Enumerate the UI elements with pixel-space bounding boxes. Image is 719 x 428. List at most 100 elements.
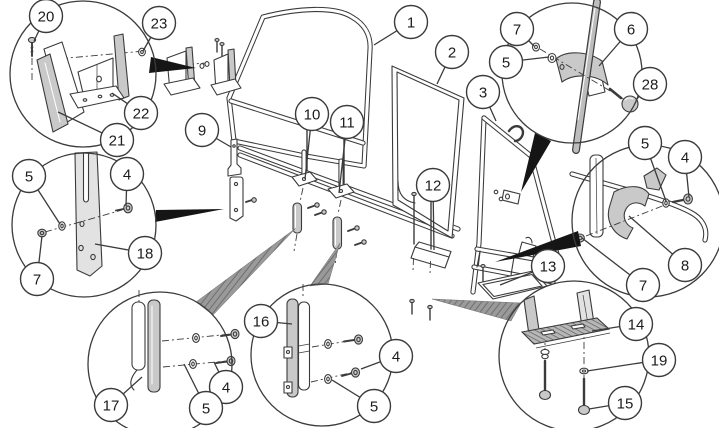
hinge-strip-upper-left bbox=[292, 202, 327, 252]
callout-circle bbox=[415, 167, 451, 203]
callout-1: 1 bbox=[373, 4, 429, 46]
callout-4: 4 bbox=[667, 139, 703, 198]
callout-19: 19 bbox=[586, 342, 677, 378]
callout-number: 19 bbox=[651, 352, 668, 369]
callout-number: 13 bbox=[540, 258, 557, 275]
callout-6: 6 bbox=[598, 11, 649, 67]
callout-12: 12 bbox=[415, 167, 451, 251]
callout-circle bbox=[434, 34, 470, 70]
callout-circle bbox=[632, 66, 668, 102]
callout-circle bbox=[667, 247, 703, 283]
magnifier-arrow bbox=[495, 231, 581, 262]
callout-9: 9 bbox=[184, 112, 232, 148]
callout-circle bbox=[127, 235, 163, 271]
callout-circle bbox=[11, 158, 47, 194]
callout-number: 3 bbox=[479, 84, 487, 101]
callout-number: 10 bbox=[304, 106, 321, 123]
callout-circle bbox=[607, 385, 643, 421]
windshield-bracket-location bbox=[156, 37, 242, 96]
magnifier-band bbox=[431, 298, 522, 322]
callout-circle bbox=[294, 96, 330, 132]
detail-hinge-16 bbox=[283, 284, 364, 398]
callout-23: 23 bbox=[141, 5, 177, 52]
callout-number: 8 bbox=[681, 257, 689, 274]
callout-number: 15 bbox=[617, 395, 634, 412]
windshield-frame-part-1 bbox=[226, 6, 373, 169]
callout-circle bbox=[641, 342, 677, 378]
detail-pole-clamp bbox=[531, 0, 639, 154]
callout-14: 14 bbox=[591, 306, 654, 342]
callout-circle bbox=[28, 0, 64, 34]
door-latch-bracket bbox=[501, 189, 521, 205]
callout-number: 5 bbox=[25, 168, 33, 185]
callout-number: 7 bbox=[33, 271, 41, 288]
callout-circle bbox=[243, 303, 279, 339]
callout-circle bbox=[19, 261, 55, 297]
callout-11: 11 bbox=[329, 104, 365, 194]
callout-circle bbox=[667, 139, 703, 175]
callout-5: 5 bbox=[11, 158, 61, 225]
callout-number: 23 bbox=[151, 15, 168, 32]
detail-bracket-18 bbox=[37, 151, 133, 277]
callout-10: 10 bbox=[294, 96, 330, 180]
callout-number: 12 bbox=[425, 177, 442, 194]
callout-circle bbox=[109, 156, 145, 192]
bracket-18-location bbox=[229, 176, 257, 222]
callout-circle bbox=[184, 112, 220, 148]
callout-4: 4 bbox=[360, 338, 414, 374]
callout-number: 5 bbox=[202, 400, 210, 417]
callout-number: 1 bbox=[407, 14, 415, 31]
callout-15: 15 bbox=[588, 385, 643, 421]
callout-4: 4 bbox=[208, 361, 244, 405]
callout-21: 21 bbox=[57, 111, 135, 158]
callout-7: 7 bbox=[499, 11, 535, 47]
callout-number: 4 bbox=[681, 149, 689, 166]
callout-number: 22 bbox=[133, 105, 150, 122]
callout-number: 2 bbox=[448, 44, 456, 61]
callout-circle bbox=[488, 44, 524, 80]
callout-circle bbox=[627, 125, 663, 161]
callout-7: 7 bbox=[19, 235, 55, 297]
callout-18: 18 bbox=[94, 235, 163, 271]
callout-number: 4 bbox=[123, 166, 131, 183]
detail-circle bbox=[11, 152, 157, 298]
magnifier-arrow bbox=[149, 57, 196, 73]
magnifier-band bbox=[195, 227, 297, 316]
callout-circle bbox=[393, 4, 429, 40]
callout-5: 5 bbox=[488, 44, 550, 80]
bracket-9 bbox=[227, 138, 242, 177]
callout-circle bbox=[188, 390, 224, 426]
callout-number: 4 bbox=[392, 348, 400, 365]
callout-circle bbox=[465, 74, 501, 110]
detail-circle bbox=[9, 0, 157, 148]
callout-circle bbox=[208, 369, 244, 405]
callout-3: 3 bbox=[465, 74, 501, 122]
callout-5: 5 bbox=[331, 379, 392, 424]
callout-circle bbox=[329, 104, 365, 140]
line-art bbox=[27, 0, 709, 416]
callout-22: 22 bbox=[111, 92, 159, 131]
callout-16: 16 bbox=[243, 303, 293, 339]
callout-circle bbox=[141, 5, 177, 41]
callout-number: 18 bbox=[137, 245, 154, 262]
callout-2: 2 bbox=[434, 34, 470, 85]
callout-circle bbox=[625, 267, 661, 303]
callout-number: 5 bbox=[370, 398, 378, 415]
callout-circle bbox=[93, 387, 129, 423]
callout-number: 20 bbox=[38, 8, 55, 25]
callout-number: 16 bbox=[253, 313, 270, 330]
callout-13: 13 bbox=[499, 248, 566, 286]
callout-circle bbox=[618, 306, 654, 342]
callout-number: 11 bbox=[339, 114, 355, 131]
detail-circle bbox=[87, 291, 233, 428]
callout-number: 21 bbox=[109, 132, 126, 149]
callout-5: 5 bbox=[183, 363, 224, 426]
callout-number: 28 bbox=[642, 76, 659, 93]
hinge-strip-upper-right bbox=[332, 216, 367, 266]
callout-20: 20 bbox=[28, 0, 64, 42]
detail-bottom-bracket-14 bbox=[520, 289, 611, 416]
callout-8: 8 bbox=[628, 215, 703, 283]
